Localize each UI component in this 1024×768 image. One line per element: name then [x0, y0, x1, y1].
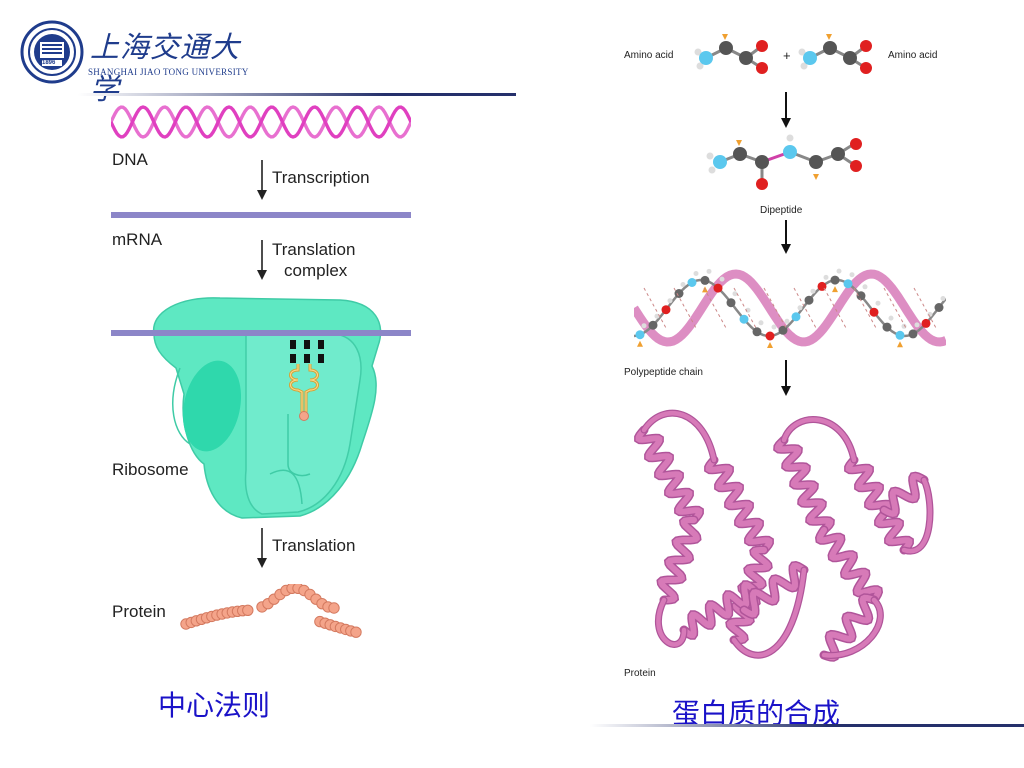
arrow-down-icon: [257, 160, 267, 200]
amino-acid-left-molecule: [694, 34, 768, 74]
protein-label: Protein: [112, 602, 166, 621]
university-seal-icon: [20, 20, 84, 84]
central-dogma-caption: 中心法则: [158, 689, 271, 722]
dna-label: DNA: [112, 150, 148, 169]
folded-protein-ribbon: [634, 409, 934, 662]
protein-structure-label: Protein: [624, 668, 656, 679]
translation-complex-label-line1: Translation: [272, 240, 356, 259]
transcription-label: Transcription: [272, 168, 370, 187]
arrow-down-icon: [257, 240, 267, 280]
plus-sign: +: [783, 48, 791, 63]
translation-complex-label-line2: complex: [284, 261, 348, 280]
logo-year: 1896: [42, 60, 56, 66]
ribosome-label: Ribosome: [112, 460, 189, 479]
mrna-label: mRNA: [112, 230, 163, 249]
dipeptide-label: Dipeptide: [760, 205, 803, 216]
mrna-strand-on-ribosome: [111, 330, 411, 336]
trna-codon-pairs: [290, 340, 324, 363]
protein-bead-chain: [180, 584, 362, 638]
logo-english-name: Shanghai Jiao Tong University: [88, 67, 249, 77]
polypeptide-chain-helix: [634, 268, 946, 348]
arrow-down-icon: [781, 220, 791, 254]
arrow-down-icon: [781, 92, 791, 128]
amino-acid-left-label: Amino acid: [624, 50, 674, 61]
polypeptide-chain-label: Polypeptide chain: [624, 367, 703, 378]
arrow-down-icon: [257, 528, 267, 568]
translation-label: Translation: [272, 536, 356, 555]
trna-molecule: [289, 364, 319, 421]
amino-acid-right-label: Amino acid: [888, 50, 938, 61]
right-figure-panel: Amino acid + Amino acid: [614, 30, 954, 692]
amino-acid-right-molecule: [798, 34, 872, 74]
logo-chinese-name: 上海交通大学: [90, 30, 241, 106]
dna-double-helix: [111, 105, 411, 139]
ribosome-illustration: [153, 297, 382, 519]
university-logo: 1896 上海交通大学 Shanghai Jiao Tong Universit…: [20, 20, 260, 106]
header-rule: [78, 93, 516, 96]
footer-rule: [590, 724, 1024, 727]
mrna-strand: [111, 212, 411, 218]
arrow-down-icon: [781, 360, 791, 396]
dipeptide-molecule: [706, 134, 862, 190]
